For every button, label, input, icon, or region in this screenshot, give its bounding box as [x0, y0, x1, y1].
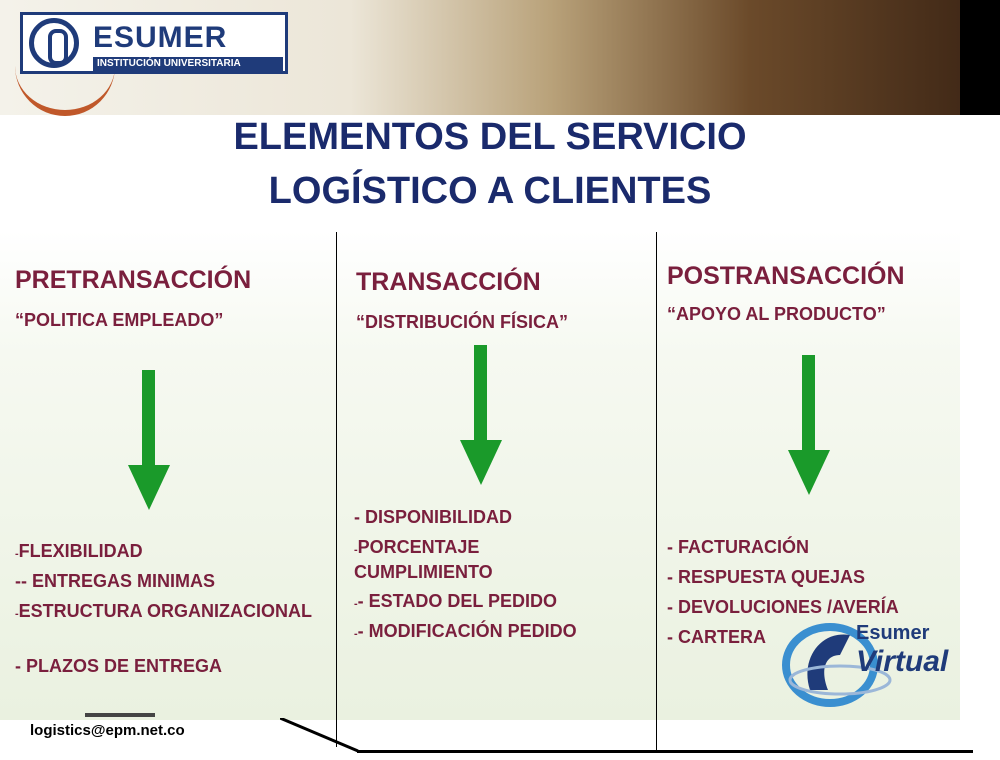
logo-subtitle: INSTITUCIÓN UNIVERSITARIA	[93, 57, 283, 71]
list-item: - FACTURACIÓN	[667, 537, 809, 557]
bottom-rule	[357, 750, 973, 753]
esumer-virtual-line-1: Esumer	[856, 622, 930, 644]
down-arrow-icon	[128, 370, 170, 510]
column-divider-1	[336, 232, 337, 747]
column-divider-2	[656, 232, 657, 752]
list-item: -FLEXIBILIDAD	[15, 541, 143, 561]
cut-off-text	[85, 713, 155, 717]
title-line-2: LOGÍSTICO A CLIENTES	[268, 170, 712, 212]
column-subtitle-postransaccion: “APOYO AL PRODUCTO”	[667, 304, 886, 324]
header-corner-block	[960, 0, 1000, 115]
column-subtitle-transaccion: “DISTRIBUCIÓN FÍSICA”	[356, 312, 569, 332]
contact-email: logistics@epm.net.co	[30, 722, 185, 739]
list-item: -- MODIFICACIÓN PEDIDO	[354, 621, 577, 641]
list-item: -PORCENTAJE CUMPLIMIENTO	[354, 537, 493, 582]
page-title: ELEMENTOS DEL SERVICIO LOGÍSTICO A CLIEN…	[160, 110, 820, 218]
column-heading-transaccion: TRANSACCIÓN	[356, 268, 541, 296]
title-line-1: ELEMENTOS DEL SERVICIO	[233, 116, 747, 158]
list-item: - CARTERA	[667, 627, 766, 647]
logo-name: ESUMER	[93, 21, 228, 54]
list-item: -ESTRUCTURA ORGANIZACIONAL	[15, 601, 312, 621]
diagonal-rule	[280, 718, 359, 753]
esumer-virtual-line-2: Virtual	[856, 645, 949, 678]
list-item: - DEVOLUCIONES /AVERÍA	[667, 597, 899, 617]
list-item: -- ENTREGAS MINIMAS	[15, 571, 216, 591]
column-heading-postransaccion: POSTRANSACCIÓN	[667, 262, 905, 290]
column-subtitle-pretransaccion: “POLITICA EMPLEADO”	[15, 310, 224, 330]
list-item: -- ESTADO DEL PEDIDO	[354, 591, 558, 611]
down-arrow-icon	[460, 345, 502, 485]
esumer-emblem-icon	[29, 18, 79, 68]
list-item: - PLAZOS DE ENTREGA	[15, 656, 223, 676]
esumer-logo: ESUMER INSTITUCIÓN UNIVERSITARIA	[20, 12, 288, 74]
down-arrow-icon	[788, 355, 830, 495]
column-heading-pretransaccion: PRETRANSACCIÓN	[15, 266, 252, 294]
decorative-arc	[15, 50, 115, 116]
list-item: - RESPUESTA QUEJAS	[667, 567, 866, 587]
list-item: - DISPONIBILIDAD	[354, 507, 513, 527]
esumer-virtual-logo-icon	[782, 623, 892, 707]
